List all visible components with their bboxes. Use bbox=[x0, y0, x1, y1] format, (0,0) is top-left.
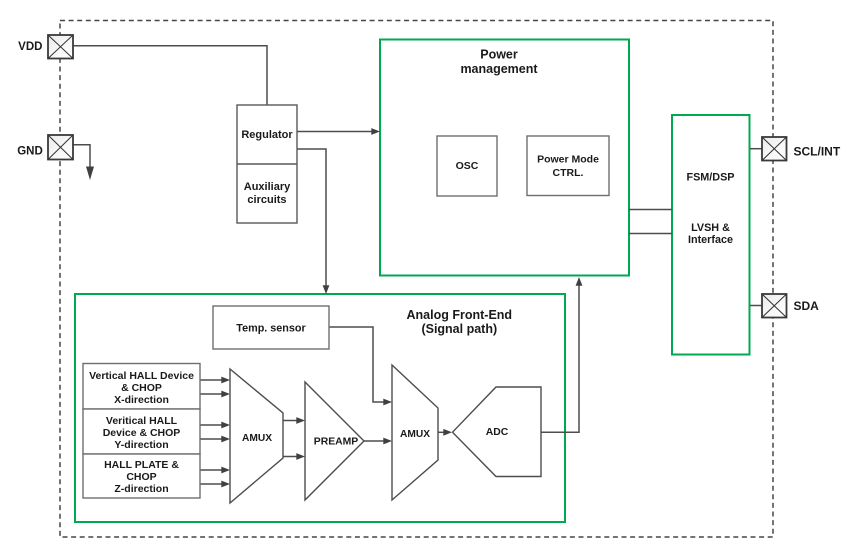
svg-text:Auxiliary: Auxiliary bbox=[244, 181, 291, 193]
svg-text:Power: Power bbox=[480, 48, 518, 62]
svg-text:GND: GND bbox=[17, 145, 43, 157]
svg-text:SCL/INT: SCL/INT bbox=[794, 144, 841, 158]
svg-text:Temp. sensor: Temp. sensor bbox=[236, 323, 306, 335]
svg-text:X-direction: X-direction bbox=[114, 394, 169, 406]
svg-text:LVSH &: LVSH & bbox=[691, 222, 730, 234]
svg-text:SDA: SDA bbox=[794, 299, 820, 313]
svg-text:& CHOP: & CHOP bbox=[121, 382, 162, 394]
svg-text:ADC: ADC bbox=[486, 427, 509, 438]
svg-text:AMUX: AMUX bbox=[242, 433, 272, 444]
svg-text:management: management bbox=[460, 62, 538, 76]
svg-text:circuits: circuits bbox=[247, 194, 286, 206]
svg-text:Power Mode: Power Mode bbox=[537, 154, 599, 166]
svg-text:Y-direction: Y-direction bbox=[114, 439, 168, 451]
svg-text:VDD: VDD bbox=[18, 41, 42, 53]
svg-text:CHOP: CHOP bbox=[126, 471, 156, 483]
svg-text:(Signal path): (Signal path) bbox=[421, 322, 497, 336]
svg-text:CTRL.: CTRL. bbox=[553, 167, 584, 179]
svg-text:Device & CHOP: Device & CHOP bbox=[103, 427, 181, 439]
svg-text:HALL PLATE &: HALL PLATE & bbox=[104, 459, 179, 471]
svg-text:FSM/DSP: FSM/DSP bbox=[687, 172, 735, 184]
svg-text:Z-direction: Z-direction bbox=[114, 483, 168, 495]
svg-text:OSC: OSC bbox=[456, 160, 479, 172]
svg-text:Vertical HALL Device: Vertical HALL Device bbox=[89, 370, 194, 382]
svg-text:Analog Front-End: Analog Front-End bbox=[407, 308, 513, 322]
svg-text:AMUX: AMUX bbox=[400, 429, 430, 440]
svg-text:Veritical HALL: Veritical HALL bbox=[106, 415, 178, 427]
svg-text:Interface: Interface bbox=[688, 234, 733, 246]
svg-text:Regulator: Regulator bbox=[241, 129, 293, 141]
svg-text:PREAMP: PREAMP bbox=[314, 437, 359, 448]
